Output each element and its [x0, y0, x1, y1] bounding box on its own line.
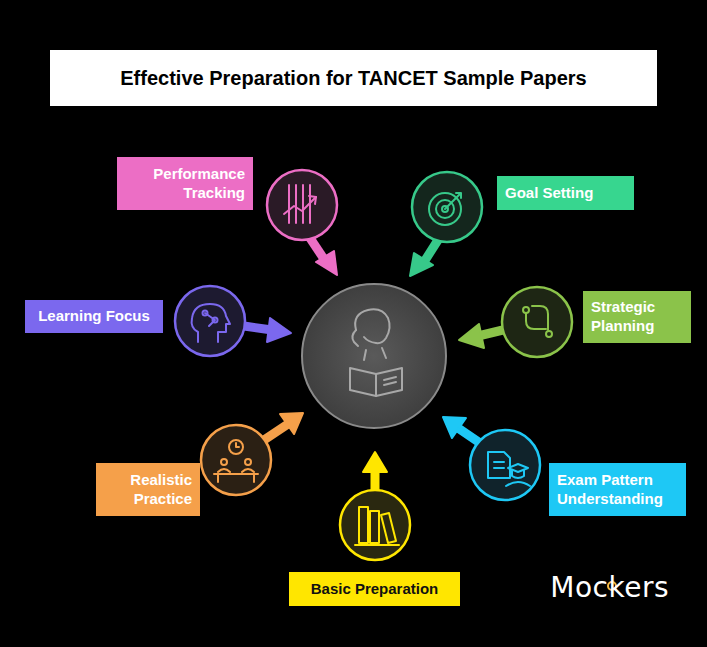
reader-icon	[350, 309, 402, 396]
label-box: Exam Pattern Understanding	[549, 463, 686, 516]
label-text: Learning Focus	[38, 307, 150, 326]
satellite-circles	[175, 170, 572, 560]
label-text: Realistic Practice	[104, 471, 192, 509]
label-box: Learning Focus	[25, 300, 163, 333]
label-box: Performance Tracking	[117, 157, 253, 210]
label-box: Strategic Planning	[583, 291, 691, 343]
label-text: Performance Tracking	[125, 165, 245, 203]
label-text: Exam Pattern Understanding	[557, 471, 678, 509]
title-box: Effective Preparation for TANCET Sample …	[50, 50, 657, 106]
label-box: Goal Setting	[497, 176, 634, 210]
satellite-icons	[192, 185, 552, 545]
arrows	[244, 238, 503, 490]
title: Effective Preparation for TANCET Sample …	[120, 67, 586, 90]
label-box: Realistic Practice	[96, 463, 200, 516]
brand-logo: Mockers	[550, 571, 669, 604]
label-text: Goal Setting	[505, 184, 593, 203]
label-text: Basic Preparation	[311, 580, 439, 599]
label-box: Basic Preparation	[289, 572, 460, 606]
label-text: Strategic Planning	[591, 298, 683, 336]
center-circle	[302, 284, 446, 428]
